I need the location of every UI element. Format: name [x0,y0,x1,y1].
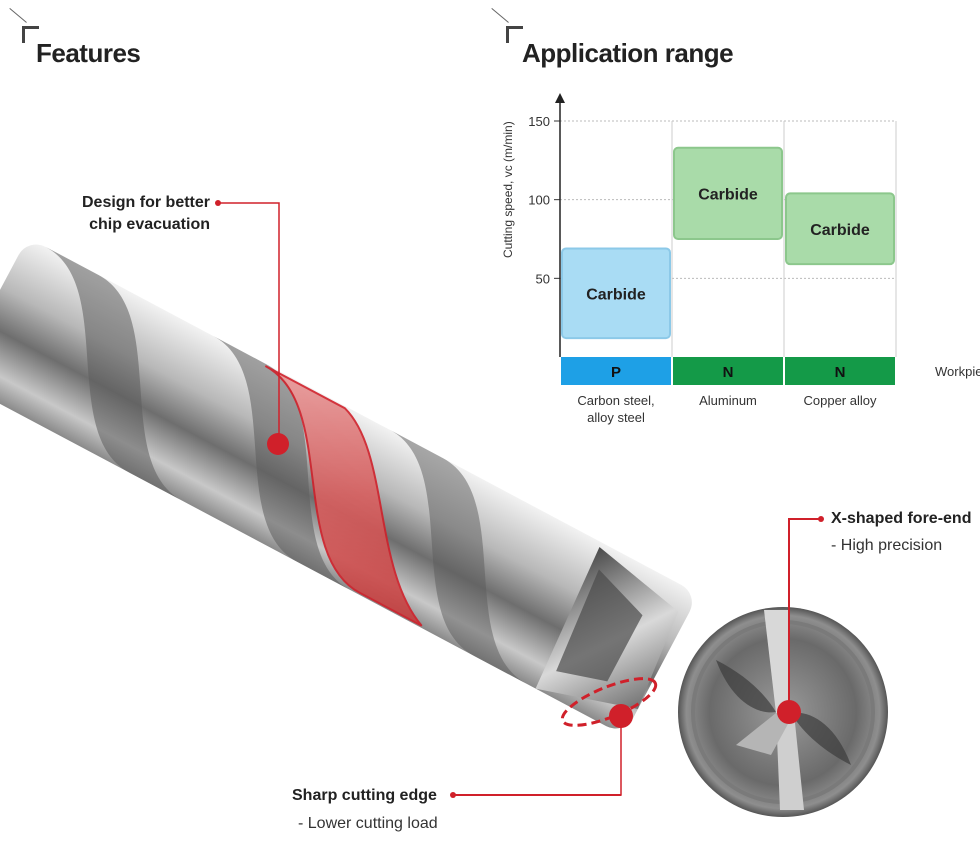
heading-corner-line [491,8,509,23]
range-bar-label: Carbide [810,222,870,239]
drill-illustration [0,244,692,729]
y-tick-label: 100 [528,193,550,208]
y-axis-arrow [555,93,565,103]
category-label: Aluminum [699,393,757,408]
y-tick-label: 150 [528,114,550,129]
chart-y-axis-label: Cutting speed, vc (m/min) [501,121,515,258]
chip-evacuation-leader [215,200,280,445]
chip-evacuation-callout: Design for better chip evacuation [60,192,210,236]
range-bar [673,146,783,240]
heading-corner-mark [506,26,523,43]
heading-corner-mark [22,26,39,43]
y-tick-label: 50 [536,271,550,286]
cutting-edge-title: Sharp cutting edge [292,787,437,804]
features-heading: Features [36,38,141,68]
range-bar-label: Carbide [698,186,758,203]
category-label: alloy steel [587,410,645,425]
fore-end-sub: - High precision [831,537,943,554]
workpiece-group-label: N [723,364,734,381]
category-label: Carbon steel, [577,393,654,408]
chart-x-axis-label: Workpiece [935,364,980,379]
cutting-edge-dot [609,704,633,728]
workpiece-group-strip [673,357,783,385]
fore-end-leader-vertical [788,519,790,704]
heading-corner-line [9,8,27,23]
category-label: Copper alloy [804,393,877,408]
range-bar [785,192,895,266]
cutting-edge-sub: - Lower cutting load [298,815,438,832]
chip-evacuation-line1: Design for better [81,194,210,211]
cutting-edge-marker [555,677,658,796]
workpiece-group-strip [561,357,671,385]
fore-end-title: X-shaped fore-end [831,510,972,527]
range-bar [561,247,671,340]
fore-end-leader-horizontal [788,518,822,520]
workpiece-group-label: P [611,364,621,381]
workpiece-group-strip [785,357,895,385]
fore-end-dot [777,700,801,724]
cutting-edge-leader-dot [450,792,456,798]
chip-evacuation-line2: chip evacuation [89,216,210,233]
range-bar-label: Carbide [586,286,646,303]
fore-end-leader-dot [818,516,824,522]
cutting-edge-leader-line [455,794,621,796]
workpiece-group-label: N [835,364,846,381]
chip-evacuation-dot [267,433,289,455]
application-range-heading: Application range [522,38,734,68]
